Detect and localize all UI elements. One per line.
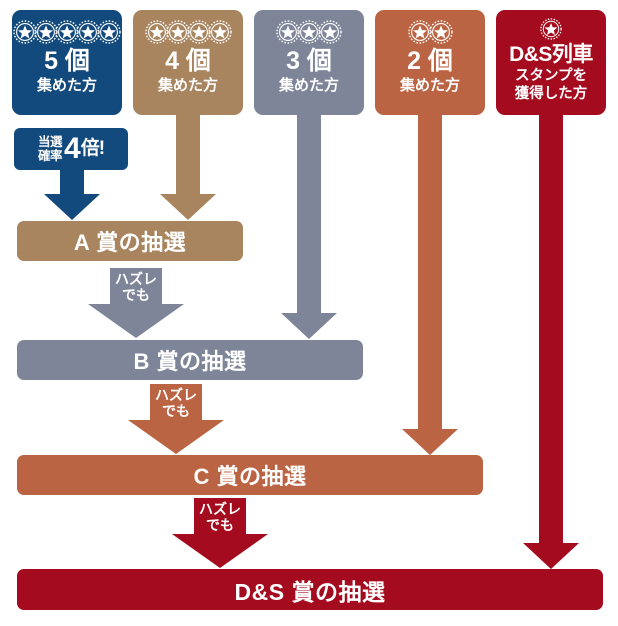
loss-arrow-a-to-b: ハズレ でも xyxy=(88,268,184,338)
star-coin-icon xyxy=(13,20,37,44)
multiplier-badge-line-2: 確率 xyxy=(37,149,63,163)
multiplier-badge-unit: 倍! xyxy=(80,138,105,159)
star-coin-icon xyxy=(144,20,169,44)
stamp-card-5: 5 個 集めた方 xyxy=(12,10,122,115)
stamp-card-sub: 集めた方 xyxy=(278,77,339,94)
stamp-card-sub: 集めた方 xyxy=(157,77,218,94)
multiplier-badge: 当選 確率 4 倍! xyxy=(14,128,128,170)
loss-arrow-c-to-ds: ハズレ でも xyxy=(172,498,268,568)
multiplier-badge-caption: 当選 確率 xyxy=(37,135,63,163)
stamp-card-3: 3 個 集めた方 xyxy=(254,10,364,115)
star-coin-icon xyxy=(207,20,232,44)
stamp-card-subtitle-1: スタンプを xyxy=(514,68,588,84)
star-coin-icon xyxy=(97,20,121,44)
star-coin-group-ds xyxy=(540,17,562,41)
stamp-card-count: 2 個 xyxy=(407,47,453,75)
stamp-card-subtitle-2: 獲得した方 xyxy=(514,86,588,102)
stamp-card-title: D&S列車 xyxy=(509,43,593,66)
star-coin-icon xyxy=(428,20,453,44)
star-coin-icon xyxy=(540,18,562,40)
prize-bar-ds: D&S 賞の抽選 xyxy=(17,569,603,610)
prize-bar-c: C 賞の抽選 xyxy=(17,455,483,495)
star-coin-group-3 xyxy=(276,19,342,45)
star-coin-group-5 xyxy=(13,19,121,45)
multiplier-badge-line-1: 当選 xyxy=(37,135,63,149)
star-coin-group-4 xyxy=(144,19,232,45)
prize-bar-a: A 賞の抽選 xyxy=(17,221,243,261)
star-coin-group-2 xyxy=(407,19,453,45)
prize-bar-b: B 賞の抽選 xyxy=(17,340,363,380)
star-coin-icon xyxy=(34,20,58,44)
star-coin-icon xyxy=(165,20,190,44)
multiplier-badge-number: 4 xyxy=(64,132,81,165)
star-coin-icon xyxy=(407,20,432,44)
loss-arrow-b-to-c: ハズレ でも xyxy=(128,384,224,454)
star-coin-icon xyxy=(55,20,79,44)
stamp-card-count: 4 個 xyxy=(165,47,211,75)
arrow-orange-to-prize-c xyxy=(402,115,458,455)
arrow-gray-to-prize-b xyxy=(281,115,337,339)
stamp-card-4: 4 個 集めた方 xyxy=(133,10,243,115)
star-coin-icon xyxy=(276,20,300,44)
star-coin-icon xyxy=(318,20,342,44)
star-coin-icon xyxy=(186,20,211,44)
star-coin-icon xyxy=(297,20,321,44)
arrow-brown-to-prize-a xyxy=(160,115,216,220)
stamp-card-count: 3 個 xyxy=(286,47,332,75)
arrow-blue-to-prize-a xyxy=(44,168,100,220)
stamp-card-sub: 集めた方 xyxy=(36,77,97,94)
stamp-card-2: 2 個 集めた方 xyxy=(375,10,485,115)
star-coin-icon xyxy=(76,20,100,44)
stamp-card-ds: D&S列車 スタンプを 獲得した方 xyxy=(496,10,606,115)
arrow-red-to-prize-ds xyxy=(523,115,579,569)
stamp-card-count: 5 個 xyxy=(44,47,90,75)
stamp-card-sub: 集めた方 xyxy=(399,77,460,94)
